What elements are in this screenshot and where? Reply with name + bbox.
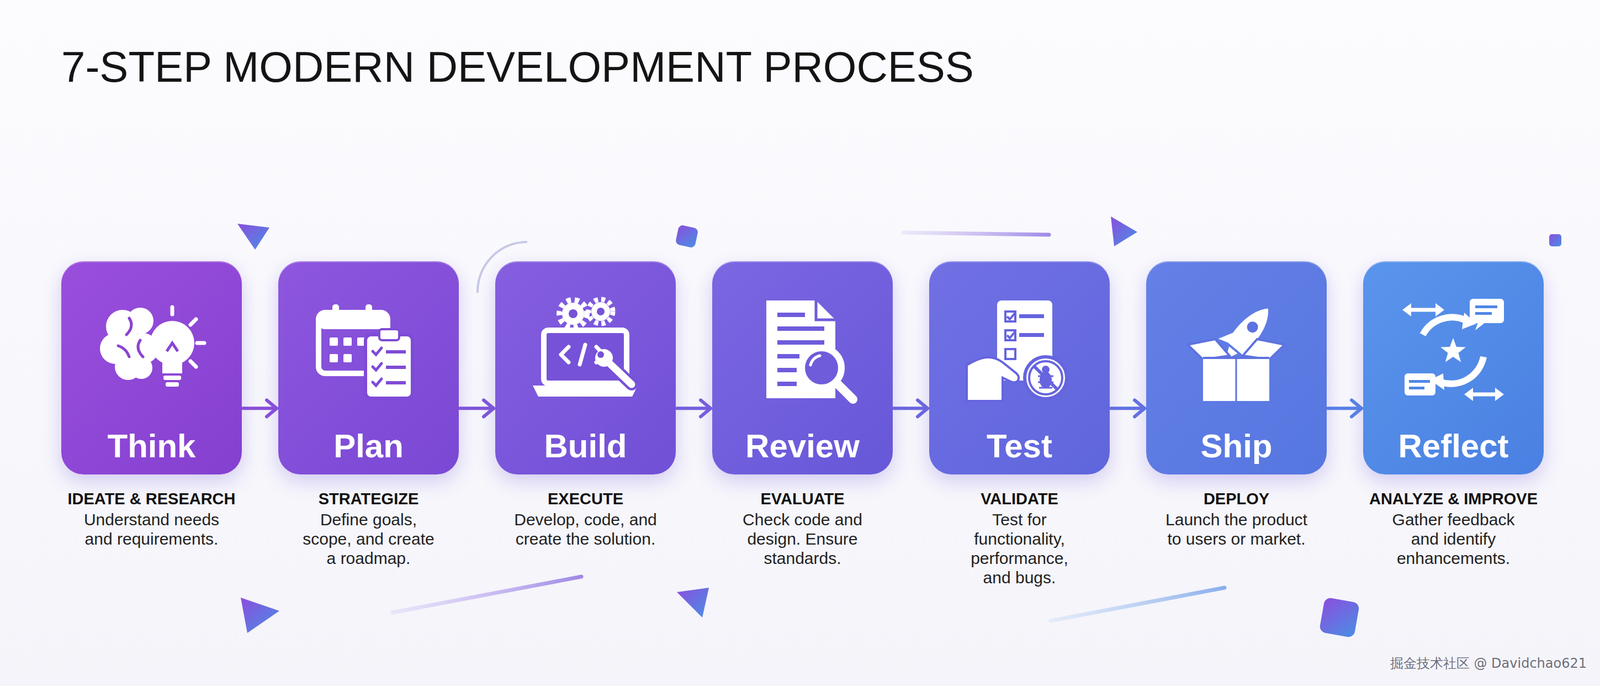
deco-square (1318, 596, 1360, 638)
step-label: Review (712, 426, 893, 466)
arrow-head (700, 399, 711, 417)
step-heading: DEPLOY (1124, 488, 1349, 509)
flow-arrow (242, 399, 277, 417)
watermark: 掘金技术社区 @ Davidchao621 (1390, 654, 1587, 672)
process-box: TestVALIDATETest for functionality, perf… (929, 261, 1110, 475)
arrow-line (676, 406, 711, 410)
step-label: Build (495, 426, 676, 466)
process-box: PlanSTRATEGIZEDefine goals, scope, and c… (278, 261, 459, 475)
process-box: ThinkIDEATE & RESEARCHUnderstand needs a… (61, 261, 242, 475)
step-label: Reflect (1363, 426, 1544, 466)
deco-triangle (237, 223, 270, 250)
arrow-line (242, 406, 277, 410)
deco-square (1549, 234, 1562, 247)
process-box: ShipDEPLOYLaunch the product to users or… (1146, 261, 1327, 475)
flow-arrow (1327, 399, 1362, 417)
step-description: Understand needs and requirements. (71, 509, 232, 549)
flow-arrow (893, 399, 928, 417)
step-heading: ANALYZE & IMPROVE (1341, 488, 1566, 509)
arrow-line (893, 406, 928, 410)
flow-arrow (1110, 399, 1145, 417)
step-heading: EXECUTE (473, 488, 698, 509)
step-description: Develop, code, and create the solution. (502, 509, 669, 549)
step-heading: EVALUATE (690, 488, 915, 509)
arrow-line (459, 406, 494, 410)
arrow-head (1134, 399, 1145, 417)
arrow-line (1110, 406, 1145, 410)
step-description: Launch the product to users or market. (1160, 509, 1313, 549)
flow-arrow (676, 399, 711, 417)
process-box: ReflectANALYZE & IMPROVEGather feedback … (1363, 261, 1544, 475)
deco-triangle (240, 597, 280, 633)
deco-triangle (1110, 216, 1138, 247)
step-label: Think (61, 426, 242, 466)
step-label: Ship (1146, 426, 1327, 466)
arrow-head (917, 399, 928, 417)
step-description: Test for functionality, performance, and… (956, 509, 1084, 587)
deco-line (1050, 587, 1225, 621)
step-label: Plan (278, 426, 459, 466)
deco-triangle (676, 587, 709, 618)
step-description: Define goals, scope, and create a roadma… (300, 509, 437, 568)
diagram-title: 7-STEP MODERN DEVELOPMENT PROCESS (61, 41, 974, 92)
deco-line (903, 232, 1049, 235)
step-description: Gather feedback and identify enhancement… (1384, 509, 1523, 568)
step-heading: IDEATE & RESEARCH (39, 488, 264, 509)
flow-arrow (459, 399, 494, 417)
deco-square (675, 224, 699, 249)
arrow-head (483, 399, 494, 417)
arrow-line (1327, 406, 1362, 410)
step-heading: STRATEGIZE (256, 488, 481, 509)
process-box: BuildEXECUTEDevelop, code, and create th… (495, 261, 676, 475)
deco-line (392, 576, 582, 613)
process-box: ReviewEVALUATECheck code and design. Ens… (712, 261, 893, 475)
step-label: Test (929, 426, 1110, 466)
step-heading: VALIDATE (907, 488, 1132, 509)
arrow-head (266, 399, 277, 417)
step-description: Check code and design. Ensure standards. (725, 509, 881, 568)
arrow-head (1351, 399, 1362, 417)
